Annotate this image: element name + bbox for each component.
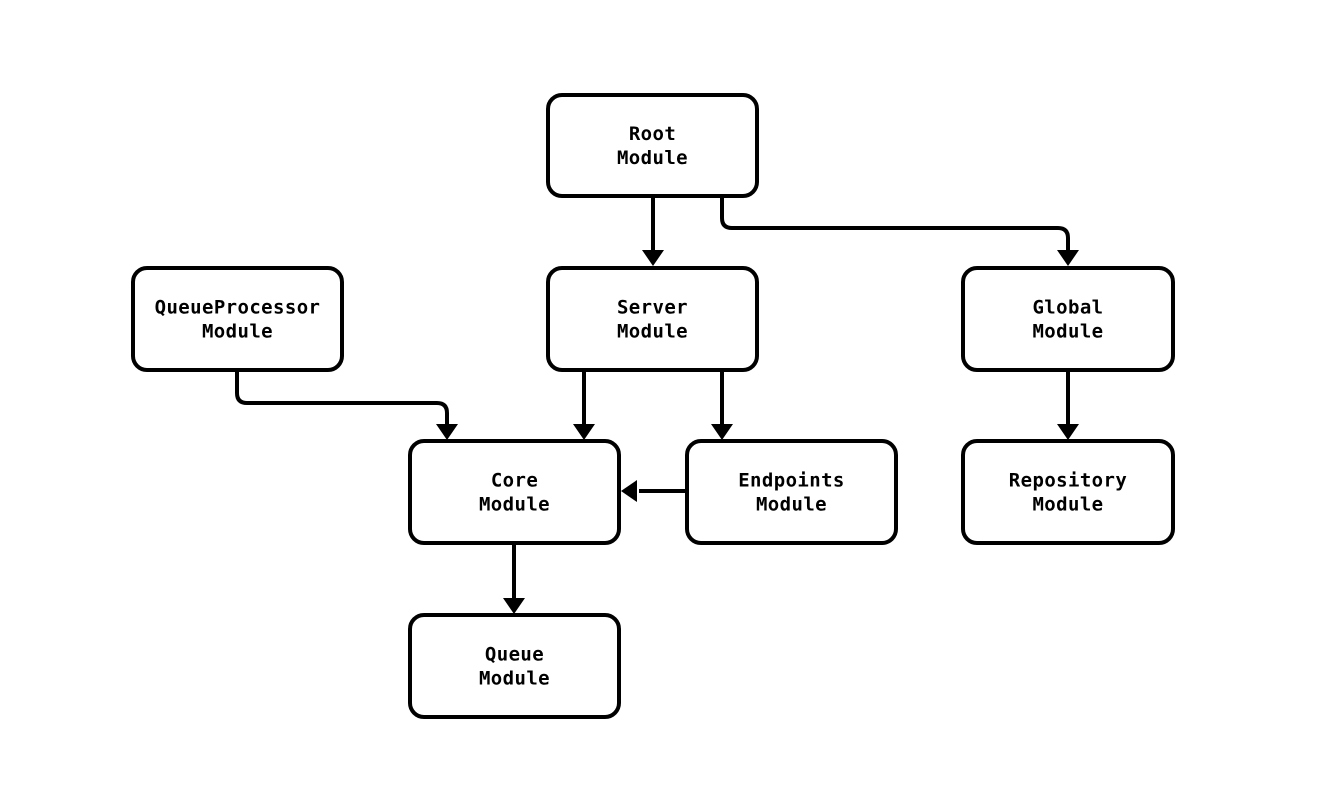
nodes-layer: RootModuleQueueProcessorModuleServerModu… [131,93,1175,719]
node-box[interactable] [131,266,344,372]
edge-arrowhead [1057,424,1079,440]
edge-arrowhead [642,250,664,266]
node-label-line2: Module [1032,321,1103,343]
node-label-line1: Endpoints [738,470,845,492]
node-label-line2: Module [479,494,550,516]
node-label-line1: Repository [1009,470,1127,492]
edges-layer [235,196,1079,614]
node-box[interactable] [408,613,621,719]
node-label-line2: Module [617,321,688,343]
node-label-line1: Root [629,123,676,145]
edge-root-to-global [720,196,1079,266]
edge-global-to-repository [1057,370,1079,440]
node-label-line1: Queue [485,644,544,666]
node-label-line2: Module [756,494,827,516]
node-label-line2: Module [202,321,273,343]
edge-arrowhead [621,480,637,502]
edge-queueprocessor-to-core [235,370,458,440]
edge-endpoints-to-core [621,480,687,502]
node-label-line1: QueueProcessor [155,297,321,319]
node-label-line1: Server [617,297,688,319]
node-box[interactable] [685,439,898,545]
node-label-line1: Core [491,470,538,492]
edge-line [235,370,449,425]
node-label-line1: Global [1032,297,1103,319]
edge-core-to-queue [503,543,525,614]
node-box[interactable] [961,266,1175,372]
edge-arrowhead [573,424,595,440]
node-label-line2: Module [479,668,550,690]
edge-line [720,196,1070,250]
node-box[interactable] [408,439,621,545]
edge-arrowhead [503,598,525,614]
node-box[interactable] [546,266,759,372]
node-box[interactable] [546,93,759,198]
edge-arrowhead [1057,250,1079,266]
edge-server-to-core [573,370,595,440]
edge-arrowhead [711,424,733,440]
edge-server-to-endpoints [711,370,733,440]
node-label-line2: Module [1032,494,1103,516]
edge-arrowhead [436,424,458,440]
edge-root-to-server [642,196,664,266]
node-box[interactable] [961,439,1175,545]
node-label-line2: Module [617,147,688,169]
